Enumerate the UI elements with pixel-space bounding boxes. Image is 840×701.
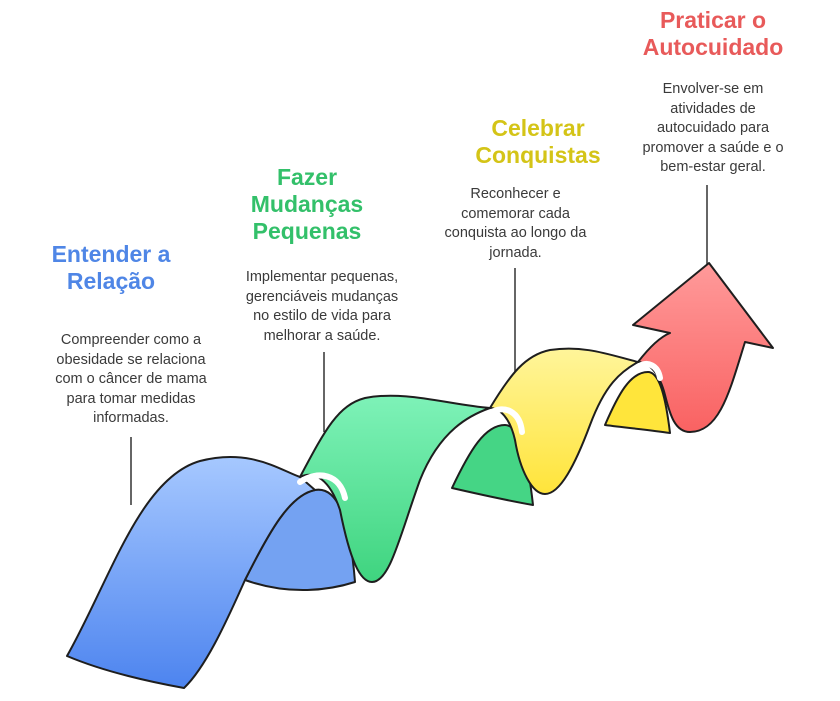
step-3-title: Celebrar Conquistas xyxy=(475,115,601,168)
fold-highlight-3 xyxy=(635,361,663,381)
ribbon-green xyxy=(299,394,491,583)
step-2-title: Fazer Mudanças Pequenas xyxy=(250,164,364,244)
ribbon-yellow-fold xyxy=(604,371,671,434)
fold-highlight-2 xyxy=(487,406,525,435)
ribbon-red-arrow xyxy=(632,262,774,433)
step-4-description: Envolver-se em atividades de autocuidado… xyxy=(642,81,784,175)
step-3-description: Reconhecer e comemorar cada conquista ao… xyxy=(444,186,587,261)
fold-highlight-1 xyxy=(297,472,348,501)
step-4-title: Praticar o Autocuidado xyxy=(642,7,784,60)
step-1-title: Entender a Relação xyxy=(51,241,171,294)
ribbon-yellow xyxy=(489,347,639,495)
step-1-description: Compreender como a obesidade se relacion… xyxy=(55,332,207,426)
ribbon-blue xyxy=(66,456,316,689)
step-2-description: Implementar pequenas, gerenciáveis mudan… xyxy=(245,269,399,344)
